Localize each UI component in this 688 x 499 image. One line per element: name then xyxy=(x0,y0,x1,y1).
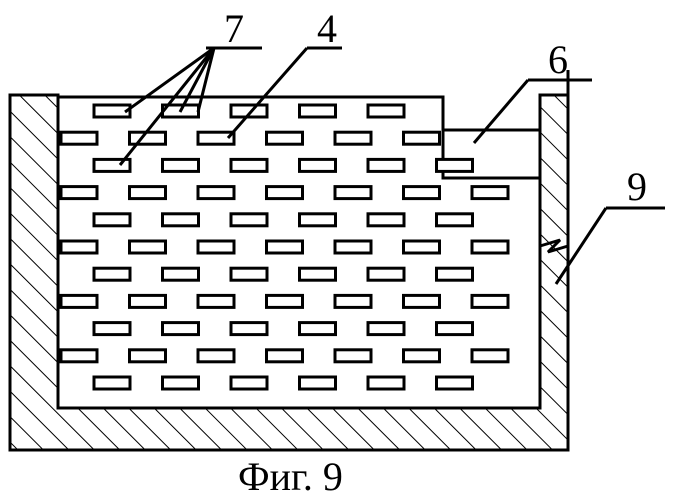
embedded-element xyxy=(335,350,371,362)
embedded-element xyxy=(198,241,234,253)
embedded-element xyxy=(437,268,473,280)
embedded-element xyxy=(267,241,303,253)
embedded-element xyxy=(163,377,199,389)
embedded-element xyxy=(61,187,97,199)
embedded-element xyxy=(472,295,508,307)
embedded-element xyxy=(61,350,97,362)
embedded-element xyxy=(472,241,508,253)
embedded-element xyxy=(300,105,336,117)
embedded-element xyxy=(163,268,199,280)
embedded-element xyxy=(404,295,440,307)
embedded-element xyxy=(231,377,267,389)
embedded-element xyxy=(130,350,166,362)
embedded-element xyxy=(61,295,97,307)
embedded-element xyxy=(437,159,473,171)
embedded-element xyxy=(267,187,303,199)
callout-6: 6 xyxy=(548,37,568,82)
embedded-element xyxy=(267,350,303,362)
embedded-element xyxy=(335,187,371,199)
embedded-element xyxy=(437,323,473,335)
embedded-element xyxy=(335,132,371,144)
embedded-element xyxy=(300,323,336,335)
embedded-element xyxy=(130,295,166,307)
embedded-element xyxy=(231,268,267,280)
callout-9: 9 xyxy=(627,164,647,209)
embedded-element xyxy=(267,295,303,307)
embedded-element xyxy=(335,295,371,307)
embedded-element xyxy=(231,323,267,335)
embedded-element xyxy=(130,187,166,199)
embedded-element xyxy=(94,268,130,280)
embedded-element xyxy=(368,323,404,335)
embedded-element xyxy=(437,377,473,389)
embedded-element xyxy=(163,159,199,171)
embedded-element xyxy=(404,350,440,362)
embedded-element xyxy=(368,377,404,389)
embedded-element xyxy=(61,241,97,253)
embedded-element xyxy=(198,187,234,199)
embedded-element xyxy=(368,268,404,280)
embedded-element xyxy=(163,323,199,335)
embedded-element xyxy=(130,132,166,144)
embedded-element xyxy=(368,214,404,226)
embedded-element xyxy=(437,214,473,226)
figure-caption: Фиг. 9 xyxy=(238,454,343,499)
embedded-element xyxy=(130,241,166,253)
embedded-element xyxy=(300,214,336,226)
embedded-element xyxy=(61,132,97,144)
embedded-element xyxy=(163,214,199,226)
embedded-element xyxy=(300,268,336,280)
embedded-element xyxy=(300,377,336,389)
embedded-element xyxy=(94,323,130,335)
embedded-element xyxy=(231,159,267,171)
callout-4: 4 xyxy=(317,6,337,51)
embedded-element xyxy=(404,132,440,144)
embedded-element xyxy=(231,214,267,226)
callout-7: 7 xyxy=(224,6,244,51)
embedded-element xyxy=(335,241,371,253)
embedded-element xyxy=(368,159,404,171)
embedded-elements-grid xyxy=(61,105,508,389)
embedded-element xyxy=(198,295,234,307)
embedded-element xyxy=(472,350,508,362)
embedded-element xyxy=(404,187,440,199)
embedded-element xyxy=(198,350,234,362)
embedded-element xyxy=(404,241,440,253)
embedded-element xyxy=(472,187,508,199)
embedded-element xyxy=(300,159,336,171)
embedded-element xyxy=(94,214,130,226)
embedded-element xyxy=(94,377,130,389)
embedded-element xyxy=(267,132,303,144)
embedded-element xyxy=(368,105,404,117)
